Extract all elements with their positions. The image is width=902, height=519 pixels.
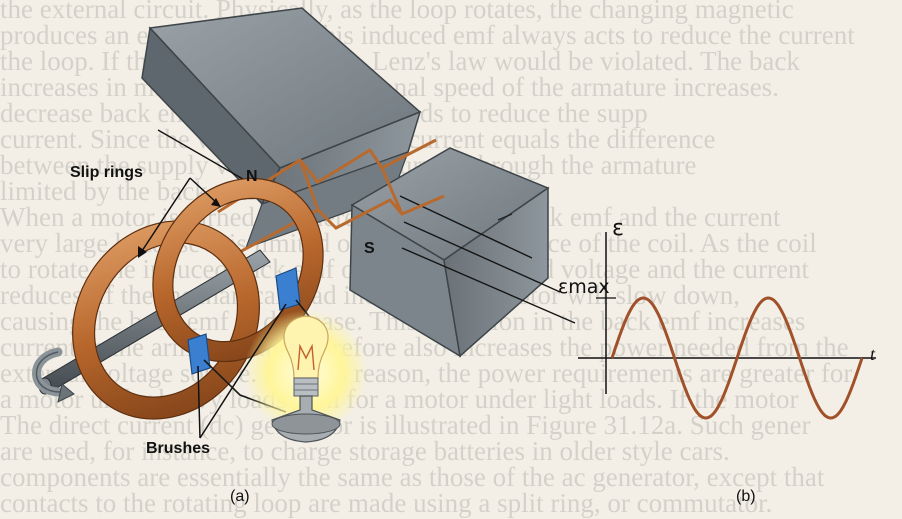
south-pole-label: S — [364, 240, 375, 258]
part-a-label: (a) — [230, 488, 250, 506]
north-pole-label: N — [246, 168, 258, 186]
slip-rings-label: Slip rings — [70, 164, 143, 182]
x-axis-label: t — [870, 344, 875, 365]
light-bulb-icon — [244, 310, 368, 442]
emax-label: εmax — [558, 276, 610, 298]
emf-plot — [578, 232, 876, 418]
part-b-label: (b) — [736, 488, 756, 506]
brushes-label: Brushes — [146, 440, 210, 458]
y-axis-label: ε — [612, 216, 624, 241]
